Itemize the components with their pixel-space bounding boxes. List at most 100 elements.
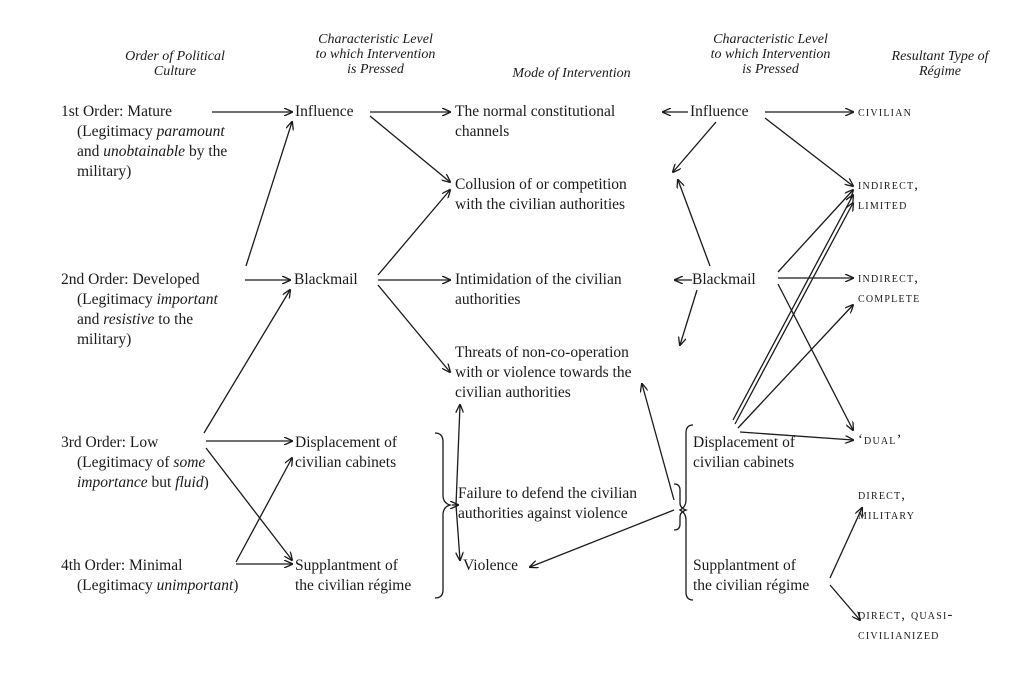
header-line: Resultant Type of [891, 49, 989, 64]
arrow-low-supplantment [205, 447, 292, 560]
header-line: to which Intervention [710, 47, 831, 62]
regime-line: direct, [858, 487, 907, 503]
order-desc-line: (Legitimacy unimportant) [77, 577, 239, 594]
right-col-brace [678, 424, 694, 601]
level-line: the civilian régime [295, 577, 412, 594]
arrow-rinfluence-collusion [673, 121, 717, 172]
arrow-rblackmail-collusion [678, 180, 711, 267]
order-desc-line: military) [77, 163, 132, 180]
order-desc-line: (Legitimacy important [77, 291, 218, 308]
regime-line: military [858, 507, 916, 523]
regime-line: complete [858, 290, 921, 306]
mode-line: with the civilian authorities [455, 196, 626, 213]
header-line: Characteristic Level [713, 32, 828, 47]
regime-indirect-complete: indirect, complete [858, 268, 920, 308]
order-title: 3rd Order: Low [61, 434, 159, 451]
mode-failure-to-defend: Failure to defend the civilian authoriti… [458, 484, 637, 524]
arrow-rinfluence-indirect-limited [764, 117, 853, 186]
order-desc-line: (Legitimacy of some [77, 454, 206, 471]
mode-threats: Threats of non-co-operation with or viol… [455, 343, 631, 403]
regime-line: civilianized [858, 627, 940, 643]
order-desc-line: military) [77, 331, 132, 348]
arrow-rblackmail-threats [680, 289, 698, 345]
mode-violence: Violence [463, 557, 519, 574]
header-line: to which Intervention [315, 47, 436, 62]
regime-line: indirect, [858, 177, 920, 193]
level-right-supplantment: Supplantment of the civilian régime [693, 556, 809, 596]
arrow-rblackmail-indirect-limited [777, 190, 853, 273]
level-right-influence: Influence [690, 103, 749, 120]
order-desc-line: (Legitimacy paramount [77, 123, 225, 140]
mode-collusion: Collusion of or competition with the civ… [455, 175, 627, 215]
level-line: civilian cabinets [693, 454, 795, 471]
header-line: Régime [919, 64, 961, 79]
mode-line: authorities [455, 291, 521, 308]
header-characteristic-level-right: Characteristic Level to which Interventi… [683, 32, 858, 77]
arrow-blackmail-threats [377, 284, 450, 372]
mode-line: Intimidation of the civilian [455, 271, 622, 288]
order-title: 1st Order: Mature [61, 103, 173, 120]
arrow-blackmail-collusion [377, 190, 450, 276]
mode-line: Threats of non-co-operation [455, 344, 629, 361]
regime-line: indirect, [858, 270, 920, 286]
right-brace-failure [673, 483, 689, 531]
mode-line: The normal constitutional [455, 103, 616, 120]
arrow-rsupp-direct-military [829, 508, 862, 579]
header-line: Mode of Intervention [512, 66, 631, 81]
order-mature: 1st Order: Mature (Legitimacy paramount … [61, 102, 227, 182]
level-line: the civilian régime [693, 577, 810, 594]
arrow-rbrace-violence [530, 509, 675, 567]
arrow-rsupp-direct-quasi [829, 584, 860, 620]
mode-line: channels [455, 123, 510, 140]
arrow-rbrace-threats [642, 384, 675, 501]
arrow-rdisp-indirect-complete [737, 305, 853, 429]
level-left-displacement: Displacement of civilian cabinets [295, 433, 397, 473]
arrow-minimal-displacement [235, 458, 292, 563]
level-line: Supplantment of [295, 557, 398, 574]
header-resultant-regime: Resultant Type of Régime [865, 49, 1015, 79]
arrow-low-blackmail [203, 290, 290, 434]
level-left-influence: Influence [295, 103, 354, 120]
order-minimal: 4th Order: Minimal (Legitimacy unimporta… [61, 556, 238, 596]
header-line: is Pressed [742, 62, 799, 77]
arrow-rdisp-indirect-limited-2 [734, 203, 853, 425]
regime-line: limited [858, 197, 908, 213]
mode-line: civilian authorities [455, 384, 571, 401]
mode-normal-channels: The normal constitutional channels [455, 102, 615, 142]
arrow-influence-collusion [369, 115, 450, 182]
header-line: Culture [153, 64, 197, 79]
regime-civilian: civilian [858, 104, 913, 120]
header-line: is Pressed [347, 62, 404, 77]
regime-direct-military: direct, military [858, 485, 915, 525]
arrow-brace-violence [455, 504, 460, 560]
header-mode-of-intervention: Mode of Intervention [484, 66, 659, 81]
order-desc-line: importance but fluid) [77, 474, 209, 491]
level-left-blackmail: Blackmail [294, 271, 358, 288]
arrow-brace-threats [455, 405, 460, 506]
header-line: Order of Political [125, 49, 225, 64]
arrow-rdisp-indirect-limited-1 [732, 195, 853, 421]
order-desc-line: and unobtainable by the [77, 143, 228, 160]
regime-line: direct, quasi- [858, 607, 954, 623]
level-line: Displacement of [693, 434, 796, 451]
level-line: civilian cabinets [295, 454, 397, 471]
left-brace [434, 432, 453, 599]
regime-dual: ‘dual’ [858, 432, 903, 448]
arrow-developed-influence [245, 122, 292, 267]
arrow-rdisp-dual [739, 431, 853, 440]
order-title: 2nd Order: Developed [61, 271, 200, 288]
regime-indirect-limited: indirect, limited [858, 175, 919, 215]
header-order-political-culture: Order of Political Culture [95, 49, 255, 79]
arrow-rblackmail-dual [777, 283, 853, 430]
level-left-supplantment: Supplantment of the civilian régime [295, 556, 411, 596]
level-right-displacement: Displacement of civilian cabinets [693, 433, 795, 473]
regime-direct-quasi-civilianized: direct, quasi- civilianized [858, 605, 954, 645]
mode-line: authorities against violence [458, 505, 628, 522]
mode-intimidation: Intimidation of the civilian authorities [455, 270, 622, 310]
mode-line: Failure to defend the civilian [458, 485, 638, 502]
order-title: 4th Order: Minimal [61, 557, 183, 574]
mode-line: Collusion of or competition [455, 176, 627, 193]
header-characteristic-level-left: Characteristic Level to which Interventi… [288, 32, 463, 77]
level-line: Supplantment of [693, 557, 796, 574]
